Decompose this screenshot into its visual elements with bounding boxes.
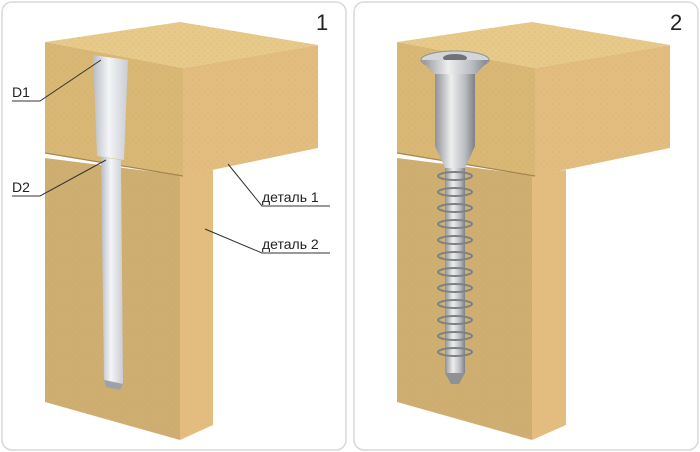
label-part2: деталь 2	[262, 236, 319, 252]
screw-thread	[437, 267, 473, 277]
screw-thread	[437, 235, 473, 245]
screw-thread	[437, 171, 473, 181]
d2-leader	[12, 159, 107, 197]
part1-leader	[227, 163, 330, 207]
hole-d1	[93, 55, 128, 160]
panel-2: 2	[396, 10, 682, 440]
screw-thread	[437, 283, 473, 293]
screw-thread	[437, 347, 473, 357]
screw-thread	[437, 219, 473, 229]
panel-1: D1 D2 деталь 1 деталь 2 1	[12, 10, 330, 440]
confirmat-screw	[420, 50, 490, 384]
screw-thread	[437, 203, 473, 213]
screw-thread	[437, 331, 473, 341]
panel-1-number: 1	[316, 10, 328, 35]
screw-thread	[437, 299, 473, 309]
part2-side-face-2	[532, 170, 566, 440]
hole-d2	[101, 157, 123, 384]
screw-thread	[437, 251, 473, 261]
label-d2: D2	[12, 179, 30, 195]
screw-thread	[437, 187, 473, 197]
d1-leader	[12, 59, 102, 102]
label-d1: D1	[12, 84, 30, 100]
part2-side-face	[180, 170, 213, 440]
panel-2-number: 2	[670, 10, 682, 35]
part2-leader	[204, 228, 330, 254]
screw-thread	[437, 315, 473, 325]
label-part1: деталь 1	[262, 189, 319, 205]
